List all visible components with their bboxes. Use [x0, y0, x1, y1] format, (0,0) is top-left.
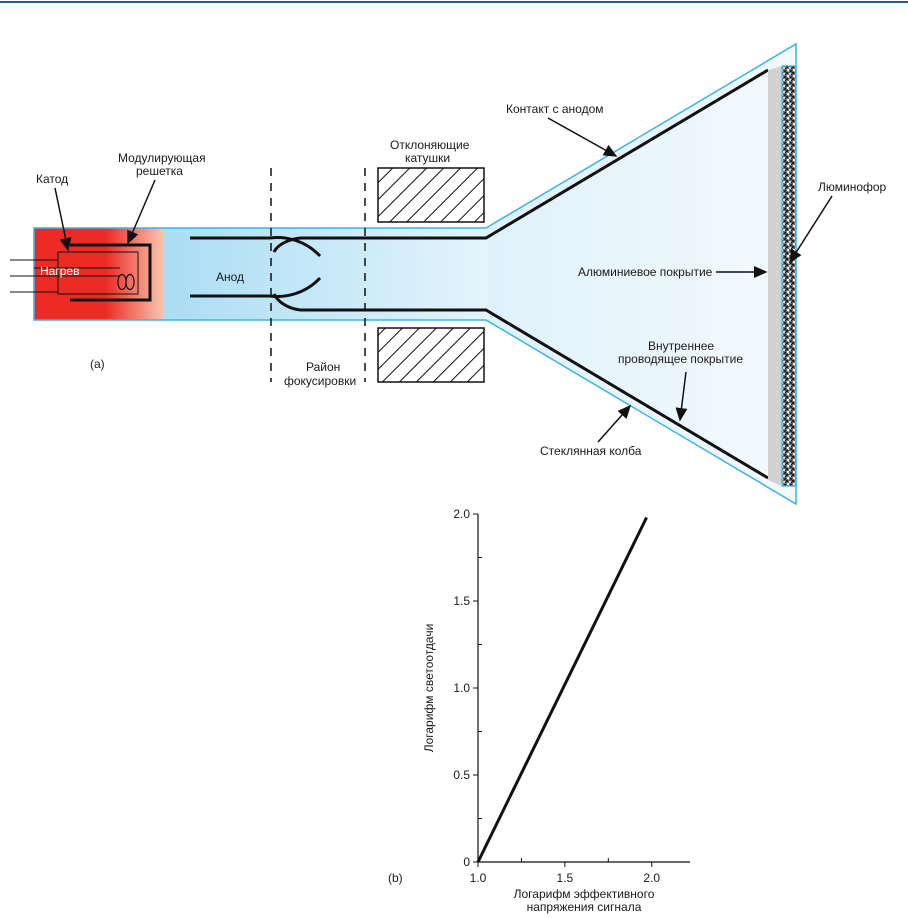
- x-tick-label: 1.0: [470, 871, 487, 885]
- label-cathode: Катод: [36, 172, 68, 186]
- y-tick-label: 1.5: [453, 594, 470, 608]
- label-glass: Стеклянная колба: [540, 444, 642, 458]
- aluminum-coating: [768, 66, 782, 486]
- y-tick-label: 0: [463, 855, 470, 869]
- chart-ylabel: Логарифм светоотдачи: [422, 624, 436, 753]
- y-tick-label: 2.0: [453, 507, 470, 521]
- label-grid-line1: Модулирующая: [118, 151, 206, 165]
- label-coils-line1: Отклоняющие: [390, 138, 470, 152]
- label-heater: Нагрев: [40, 264, 79, 278]
- chart-b: 0 0.5 1.0 1.5 2.0 1.0 1.5 2.0 Логарифм эффектив…: [388, 507, 690, 914]
- deflection-coil-top: [378, 168, 484, 222]
- label-coils-line2: катушки: [405, 151, 450, 165]
- x-tick-label: 1.5: [557, 871, 574, 885]
- series-line: [478, 517, 647, 862]
- arrow-glass: [598, 406, 630, 442]
- label-inner-line1: Внутреннее: [648, 339, 714, 353]
- label-anode: Анод: [216, 270, 244, 284]
- deflection-coil-bottom: [378, 328, 484, 382]
- arrow-anode-contact: [548, 118, 616, 156]
- label-focus-line2: фокусировки: [284, 374, 356, 388]
- x-tick-label: 2.0: [643, 871, 660, 885]
- chart-ticks: 0 0.5 1.0 1.5 2.0 1.0 1.5 2.0: [453, 507, 660, 885]
- tube-neck-fill: [150, 228, 488, 320]
- panel-label-a: (a): [90, 357, 105, 371]
- chart-xlabel-line2: напряжения сигнала: [527, 900, 642, 914]
- chart-xlabel-line1: Логарифм эффективного: [514, 887, 655, 901]
- label-grid-line2: решетка: [136, 164, 183, 178]
- y-tick-label: 1.0: [453, 681, 470, 695]
- label-anode-contact: Контакт с анодом: [506, 102, 604, 116]
- label-phosphor: Люминофор: [818, 180, 887, 194]
- label-focus-line1: Район: [306, 360, 340, 374]
- panel-label-b: (b): [388, 871, 403, 885]
- y-tick-label: 0.5: [453, 768, 470, 782]
- chart-series: [478, 517, 647, 862]
- phosphor-screen: [782, 66, 796, 486]
- label-inner-line2: проводящее покрытие: [618, 352, 743, 366]
- label-aluminum: Алюминиевое покрытие: [578, 265, 713, 279]
